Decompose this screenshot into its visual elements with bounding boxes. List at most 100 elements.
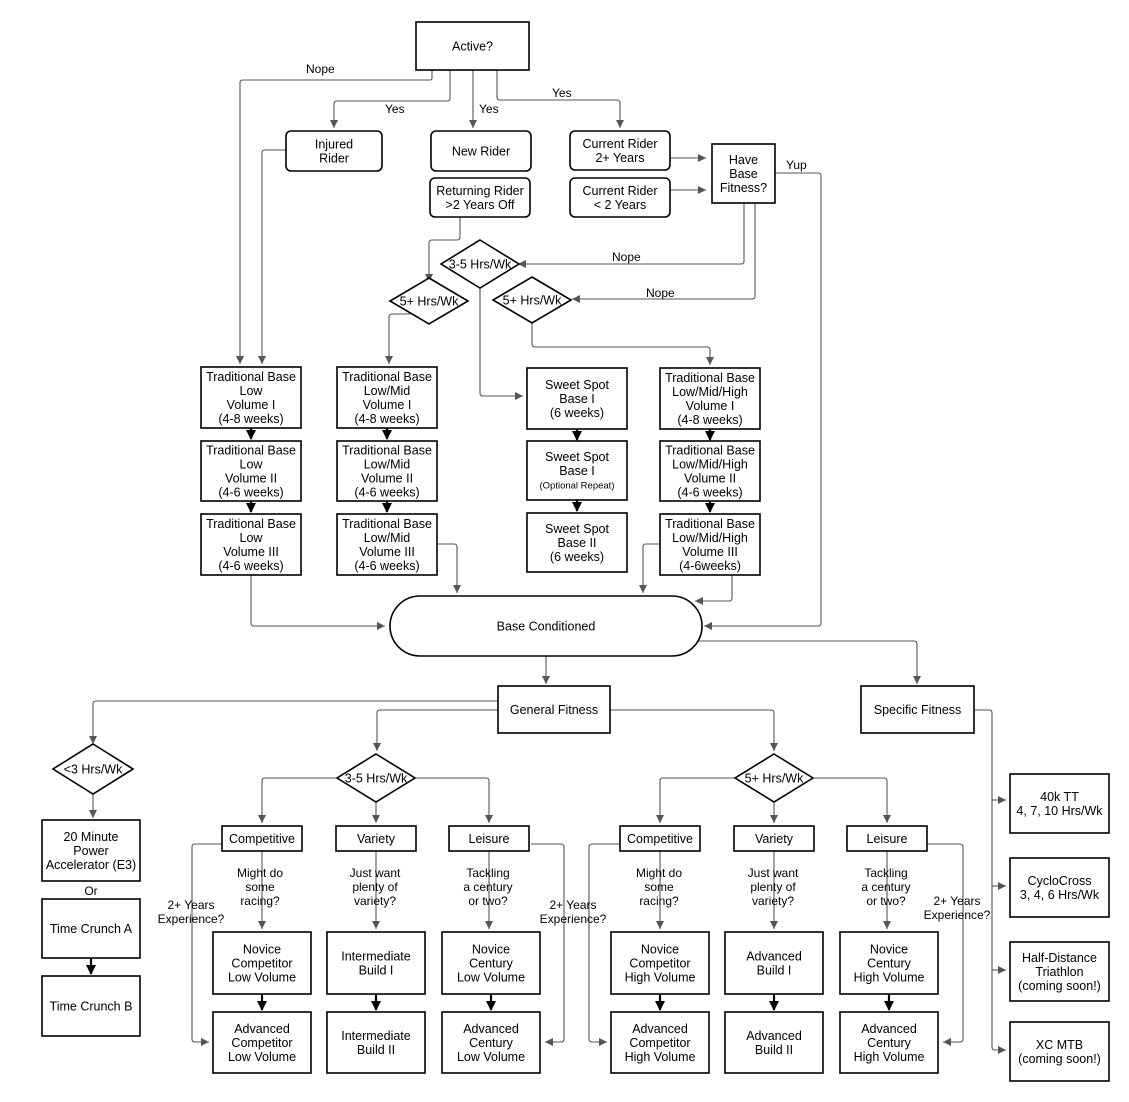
int-build-2-label-0: Intermediate [341,1029,411,1043]
exp-1-label-1: Experience? [158,912,225,926]
or-label: Or [84,884,97,898]
exp-3-label-1: Experience? [924,908,991,922]
tackle-b-label-1: a century [861,880,910,894]
tb-lmh-3-label-3: (4-6weeks) [679,559,741,573]
ss-1r-box [526,440,628,501]
yup-label: Yup [786,158,807,172]
nov-comp-high-label-0: Novice [641,943,679,957]
returning-box [429,177,531,218]
var-a-box [335,825,417,852]
current-lt2-label-1: < 2 Years [594,198,646,212]
tackle-a-label-0: Tackling [466,866,509,880]
might-a-label-2: racing? [240,894,280,908]
ss-2-box [526,512,628,573]
injured-label-0: Injured [315,138,353,152]
general-fitness-box [497,685,611,734]
tb-lm-1-label-1: Low/Mid [364,384,411,398]
nov-cent-low-label-1: Century [469,957,514,971]
tackle-b-label-0: Tackling [864,866,907,880]
specific-fitness-box [860,685,975,734]
tb-low-1-label-2: Volume I [227,398,276,412]
tb-low-3-label-0: Traditional Base [206,517,296,531]
ss-2-label-0: Sweet Spot [545,522,609,536]
tb-low-3-label-2: Volume III [223,545,279,559]
ss-1-label-1: Base I [559,392,594,406]
adv-build-1-label-1: Build I [757,964,792,978]
active-box [415,21,530,71]
power-acc-label-1: Power [73,844,108,858]
nov-cent-high-label-0: Novice [870,943,908,957]
current-2plus-label-0: Current Rider [582,137,657,151]
int-build-2-label-1: Build II [357,1043,395,1057]
connectors [86,70,1006,1054]
tb-low-1-label-1: Low [240,384,264,398]
d-5-right-diamond [491,276,573,324]
tt-40k-box [1009,773,1110,834]
tb-low-3-label-3: (4-6 weeks) [218,559,283,573]
tb-lmh-2-label-1: Low/Mid/High [672,458,748,472]
active-label-0: Active? [452,40,493,54]
d-5-right-node: 5+ Hrs/Wk [491,276,573,324]
tb-lm-2-label-2: Volume II [361,472,413,486]
returning-node: Returning Rider>2 Years Off [429,177,531,218]
d-5-gen-node: 5+ Hrs/Wk [733,753,815,803]
current-lt2-box [569,177,671,218]
comp-a-box [221,825,303,852]
returning-label-0: Returning Rider [436,184,524,198]
comp-b-node: Competitive [619,825,701,852]
tb-lm-1-label-0: Traditional Base [342,370,432,384]
tb-lmh-3-label-2: Volume III [682,545,738,559]
tb-low-2-label-2: Volume II [225,472,277,486]
tb-lmh-2-label-0: Traditional Base [665,444,755,458]
cyclocross-label-0: CycloCross [1028,874,1092,888]
xc-mtb-box [1009,1021,1110,1082]
tb-low-2-label-0: Traditional Base [206,444,296,458]
time-crunch-a-label-0: Time Crunch A [50,922,133,936]
ss-2-label-2: (6 weeks) [550,550,604,564]
time-crunch-b-node: Time Crunch B [41,975,141,1037]
adv-comp-high-label-2: High Volume [625,1050,696,1064]
tb-low-3-label-1: Low [240,531,264,545]
comp-b-label-0: Competitive [627,832,693,846]
returning-label-1: >2 Years Off [446,198,515,212]
d-5-left-node: 5+ Hrs/Wk [388,277,470,325]
nov-cent-high-label-1: Century [867,957,912,971]
ss-1-label-0: Sweet Spot [545,378,609,392]
adv-cent-low-label-2: Low Volume [457,1050,525,1064]
cyclocross-box [1009,857,1110,918]
var-b-node: Variety [733,825,815,852]
adv-build-1-box [724,931,824,995]
adv-cent-high-label-0: Advanced [861,1022,917,1036]
base-conditioned-box [389,595,703,657]
nov-comp-low-box [212,931,312,995]
new-rider-label-0: New Rider [452,145,510,159]
just-a-label-0: Just want [350,866,401,880]
might-b-label-0: Might do [636,866,682,880]
half-tri-label-1: Triathlon [1035,965,1083,979]
have-base-box [711,143,776,204]
injured-label-1: Rider [319,152,349,166]
d-3-5-gen-node: 3-5 Hrs/Wk [335,753,417,803]
d-lt3-diamond [51,743,135,795]
just-a-label-2: variety? [354,894,396,908]
d-5-right-label-0: 5+ Hrs/Wk [503,294,562,308]
current-lt2-label-0: Current Rider [582,184,657,198]
leis-b-box [846,825,928,852]
tackle-a-label-1: a century [463,880,512,894]
nov-cent-low-label-0: Novice [472,943,510,957]
xc-mtb-node: XC MTB(coming soon!) [1009,1021,1110,1082]
